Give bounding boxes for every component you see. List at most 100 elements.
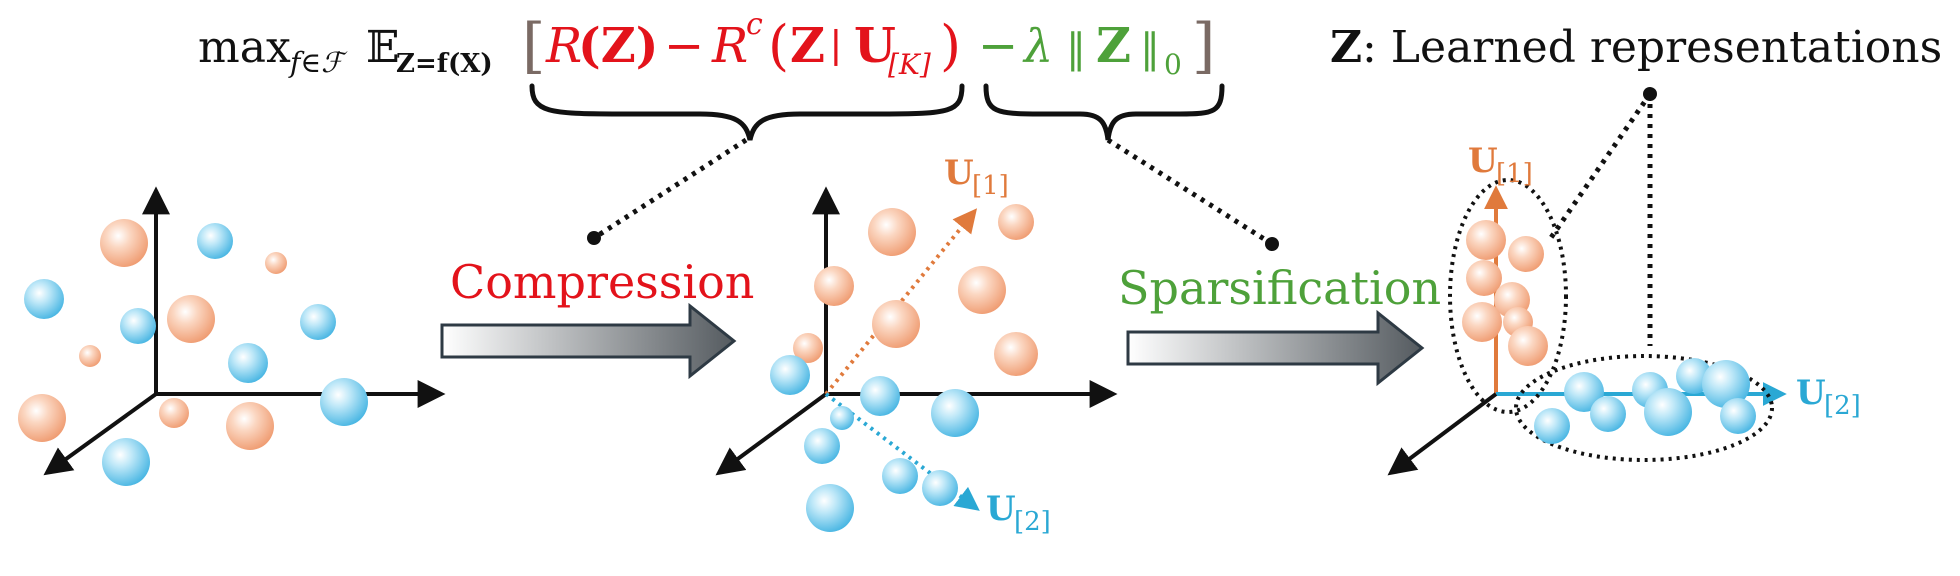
expectation-symbol: 𝔼	[366, 22, 400, 73]
max-subscript: f∈ℱ	[288, 46, 348, 79]
minus-sign-1: −	[664, 18, 704, 74]
blue-sphere	[320, 378, 368, 426]
blue-sphere	[120, 308, 156, 344]
u1-symbol: U	[1468, 141, 1498, 181]
orange-sphere	[793, 333, 823, 363]
sparsity-term-Z: Z	[1096, 18, 1131, 74]
sparsification-connector-dot	[1265, 237, 1279, 251]
orange-sphere	[226, 402, 274, 450]
orange-sphere	[1466, 260, 1502, 296]
blue-sphere	[1590, 396, 1626, 432]
superscript-c: c	[746, 7, 763, 42]
u2-index: [2]	[1014, 507, 1051, 537]
objective-formula: max f∈ℱ 𝔼 Z=f(X) [ R (Z) − R c ( Z ∣ U […	[198, 7, 1215, 81]
compression-label: Compression	[450, 255, 754, 309]
panel-sparse	[1387, 178, 1787, 476]
orange-sphere	[79, 345, 101, 367]
bracket-close: ]	[1192, 11, 1215, 81]
lambda-symbol: λ	[1022, 19, 1053, 73]
blue-sphere	[806, 484, 854, 532]
blue-sphere	[24, 279, 64, 319]
sparsification-connector	[1106, 137, 1274, 247]
expectation-subscript: Z=f(X)	[396, 49, 493, 79]
orange-sphere	[872, 300, 920, 348]
u1-label-sparse: U [1]	[1468, 141, 1533, 189]
u1-index: [1]	[1496, 159, 1533, 189]
blue-sphere	[860, 376, 900, 416]
axis-depth	[43, 392, 158, 476]
orange-sphere	[18, 394, 66, 442]
u2-label-compressed: U [2]	[986, 489, 1051, 537]
orange-sphere	[814, 266, 854, 306]
blue-sphere	[1720, 398, 1756, 434]
rate-term-Rc: R	[711, 18, 748, 74]
u1-symbol: U	[944, 153, 974, 193]
blue-sphere	[922, 470, 958, 506]
blue-sphere	[804, 428, 840, 464]
legend-symbol: Z	[1330, 22, 1362, 73]
panel-compressed	[715, 186, 1118, 532]
legend-pointer-to-cluster1	[1545, 92, 1653, 244]
legend: Z : Learned representations	[1330, 22, 1942, 73]
panel-raw-data	[18, 186, 446, 486]
rate-term-R: R	[545, 18, 582, 74]
orange-sphere	[994, 332, 1038, 376]
legend-text: : Learned representations	[1362, 22, 1942, 73]
orange-sphere	[100, 219, 148, 267]
given-bar: ∣	[830, 26, 842, 72]
u2-symbol: U	[1796, 373, 1826, 413]
blue-sphere	[1702, 360, 1750, 408]
orange-sphere	[998, 204, 1034, 240]
compression-connector	[592, 137, 748, 241]
subscript-K: [K]	[888, 48, 931, 81]
bracket-open: [	[522, 11, 545, 81]
sparsification-arrow	[1126, 309, 1425, 387]
max-operator: max	[198, 22, 291, 73]
subscript-zero: 0	[1164, 48, 1182, 81]
blue-sphere	[102, 438, 150, 486]
sphere-group	[770, 204, 1038, 532]
u2-index: [2]	[1824, 391, 1861, 421]
cluster-outline-u1	[1448, 178, 1568, 414]
compression-brace	[529, 83, 965, 141]
blue-sphere	[830, 406, 854, 430]
rate-term-Z-given: Z	[790, 18, 825, 74]
orange-sphere	[958, 266, 1006, 314]
sparsification-label: Sparsification	[1118, 261, 1441, 315]
orange-sphere	[1508, 236, 1544, 272]
sphere-group	[1462, 220, 1756, 444]
orange-sphere	[1508, 326, 1548, 366]
u1-index: [1]	[972, 171, 1009, 201]
orange-sphere	[868, 208, 916, 256]
orange-sphere	[167, 295, 215, 343]
rate-term-Z: (Z)	[578, 18, 658, 74]
blue-sphere	[228, 343, 268, 383]
norm-close: ‖	[1140, 26, 1160, 72]
u2-label-sparse: U [2]	[1796, 373, 1861, 421]
sparsification-brace	[983, 83, 1225, 141]
blue-sphere	[882, 458, 918, 494]
blue-sphere	[931, 389, 979, 437]
blue-sphere	[1534, 408, 1570, 444]
axis-depth	[1387, 392, 1498, 476]
paren-close: )	[940, 14, 961, 77]
sphere-group	[18, 219, 368, 486]
blue-sphere	[1564, 372, 1604, 412]
orange-sphere	[265, 252, 287, 274]
u1-label-compressed: U [1]	[944, 153, 1009, 201]
axis-depth	[715, 392, 828, 476]
compression-connector-dot	[587, 231, 601, 245]
orange-sphere	[159, 398, 189, 428]
blue-sphere	[197, 223, 233, 259]
orange-sphere	[1466, 220, 1506, 260]
orange-sphere	[1462, 302, 1502, 342]
minus-sign-2: −	[978, 18, 1018, 74]
blue-sphere	[770, 355, 810, 395]
u2-symbol: U	[986, 489, 1016, 529]
paren-open: (	[768, 14, 789, 77]
compression-arrow	[440, 302, 737, 380]
cluster-outline-u2	[1514, 354, 1774, 462]
norm-open: ‖	[1066, 26, 1086, 72]
subspace-U: U	[854, 18, 896, 74]
